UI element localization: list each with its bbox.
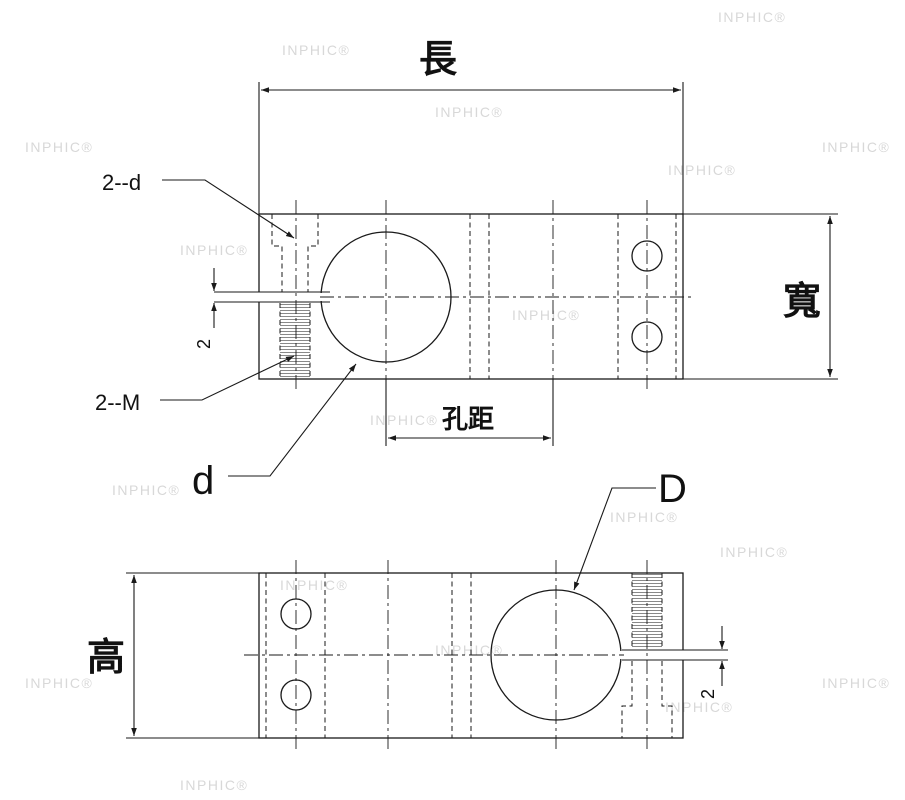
watermark: INPHIC® — [282, 42, 350, 58]
hole-pitch-dimension: 孔距 — [385, 379, 554, 446]
watermark: INPHIC® — [822, 139, 890, 155]
counterbore-hidden — [271, 214, 319, 292]
counterbore-label: 2--d — [102, 170, 141, 195]
slot-dimension-top: 2 — [194, 268, 217, 349]
watermark: INPHIC® — [112, 482, 180, 498]
outer-diameter-label: D — [658, 467, 687, 511]
height-label: 高 — [87, 635, 125, 679]
bottom-view — [244, 560, 728, 752]
watermark: INPHIC® — [718, 9, 786, 25]
hole-pitch-label: 孔距 — [442, 405, 494, 435]
watermark: INPHIC® — [180, 242, 248, 258]
counterbore-leader: 2--d — [102, 170, 295, 239]
watermark: INPHIC® — [180, 777, 248, 793]
watermark: INPHIC® — [665, 699, 733, 715]
thread-leader: 2--M — [95, 355, 295, 415]
watermark: INPHIC® — [25, 675, 93, 691]
slot-dimension-bottom: 2 — [698, 626, 725, 699]
thread-label: 2--M — [95, 390, 140, 415]
watermark: INPHIC® — [668, 162, 736, 178]
thread-hatch — [280, 303, 310, 379]
slot-top-label: 2 — [194, 339, 214, 349]
watermark: INPHIC® — [720, 544, 788, 560]
watermark-layer: INPHIC® INPHIC® INPHIC® INPHIC® INPHIC® … — [25, 9, 890, 793]
watermark: INPHIC® — [280, 577, 348, 593]
outer-diameter-leader: D — [573, 467, 687, 591]
watermark: INPHIC® — [370, 412, 438, 428]
thread-hidden — [279, 303, 311, 379]
height-dimension: 高 — [87, 572, 259, 739]
inner-diameter-label: d — [192, 459, 214, 503]
watermark: INPHIC® — [512, 307, 580, 323]
length-dimension: 長 — [258, 37, 684, 214]
watermark: INPHIC® — [25, 139, 93, 155]
watermark: INPHIC® — [435, 104, 503, 120]
inner-diameter-leader: d — [192, 363, 357, 503]
width-dimension: 寬 — [683, 213, 838, 380]
length-label: 長 — [419, 37, 458, 81]
watermark: INPHIC® — [610, 509, 678, 525]
slot-bottom-label: 2 — [698, 689, 718, 699]
top-view — [214, 200, 695, 393]
watermark: INPHIC® — [435, 642, 503, 658]
watermark: INPHIC® — [822, 675, 890, 691]
width-label: 寬 — [783, 279, 821, 323]
